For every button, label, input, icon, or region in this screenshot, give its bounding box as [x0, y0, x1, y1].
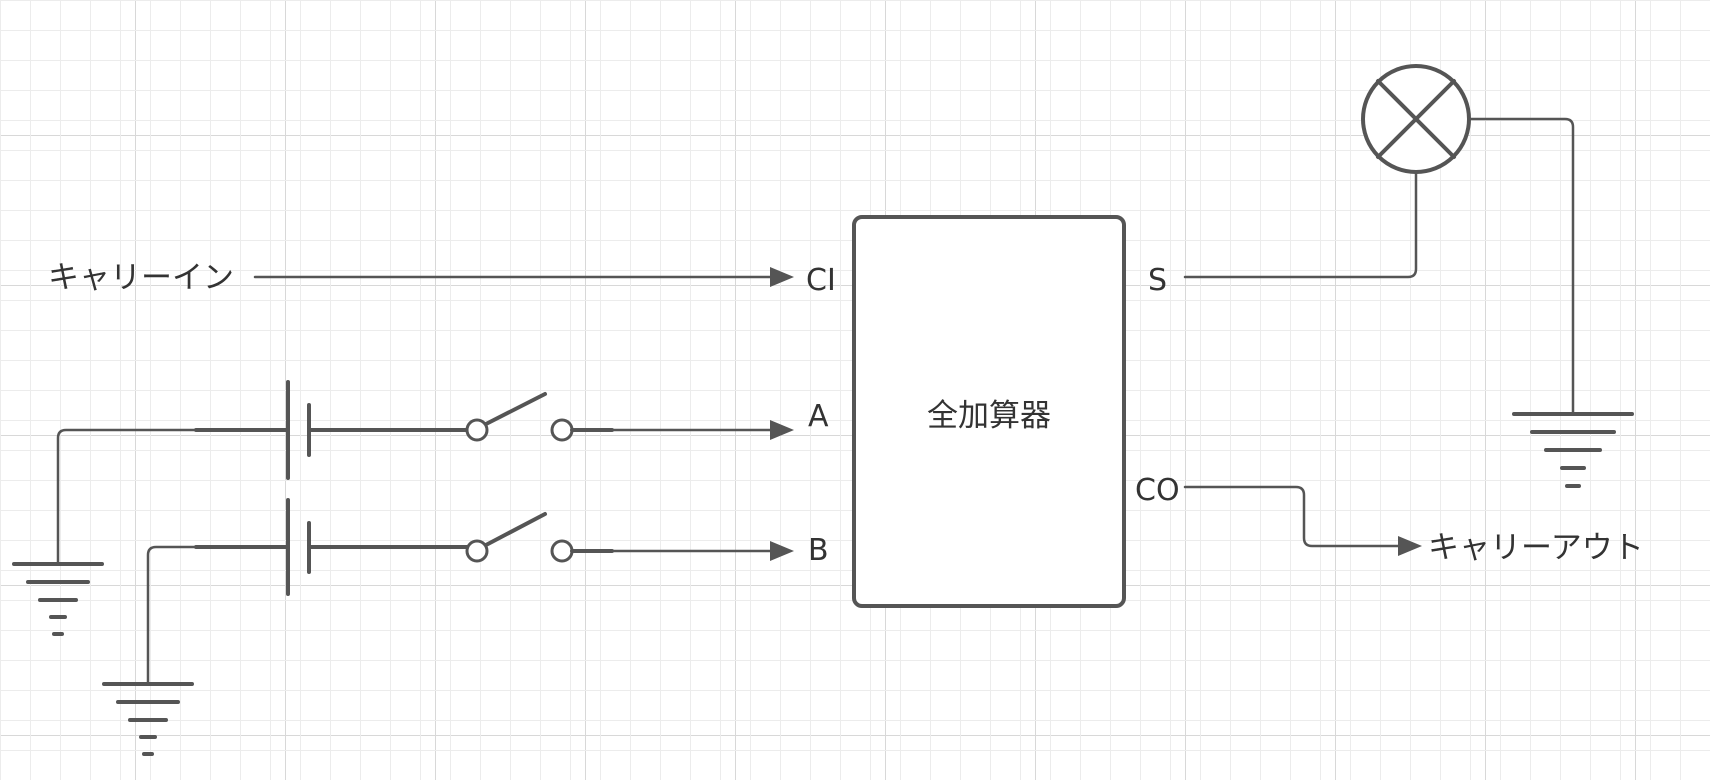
switch-b-left-contact: [465, 539, 489, 563]
pin-co-label: CO: [1135, 473, 1180, 508]
pin-b-label: B: [808, 533, 829, 568]
carry-out-wire: [1183, 485, 1402, 548]
lamp-cross-2: [1376, 79, 1456, 159]
pin-ci-label: CI: [806, 263, 836, 298]
lamp-icon[interactable]: [1361, 64, 1471, 174]
pin-s-label: S: [1148, 263, 1167, 298]
switch-b-right-contact: [550, 539, 574, 563]
switch-b[interactable]: [465, 512, 574, 563]
switch-a[interactable]: [465, 392, 574, 442]
input-b-ground-wire: [146, 545, 198, 684]
input-a-arrowhead: [770, 420, 794, 440]
carry-in-label: キャリーイン: [48, 260, 234, 296]
full-adder-name: 全加算器: [927, 398, 1051, 434]
switch-a-right-contact: [550, 418, 574, 442]
sum-output-circuit: [1183, 64, 1634, 488]
input-a-circuit: [12, 380, 794, 636]
ground-symbol-1: [12, 562, 104, 636]
carry-out-arrowhead: [1398, 536, 1422, 556]
full-adder-block[interactable]: 全加算器: [852, 215, 1126, 608]
full-adder-box: [852, 215, 1126, 608]
pin-a-label: A: [808, 399, 829, 434]
lamp-to-ground-wire: [1467, 117, 1575, 414]
carry-out-label: キャリーアウト: [1428, 530, 1644, 566]
switch-a-lever: [484, 392, 547, 426]
input-a-ground-wire: [56, 428, 198, 564]
ground-symbol-3: [1512, 412, 1634, 488]
input-b-arrowhead: [770, 541, 794, 561]
ground-symbol-2: [102, 682, 194, 756]
input-b-circuit: [102, 498, 794, 756]
carry-out-line[interactable]: [1183, 485, 1422, 556]
sum-to-lamp-wire: [1183, 170, 1418, 279]
carry-in-arrowhead: [770, 267, 794, 287]
carry-in-line[interactable]: [253, 267, 794, 287]
switch-b-lever: [484, 512, 547, 547]
switch-a-left-contact: [465, 418, 489, 442]
